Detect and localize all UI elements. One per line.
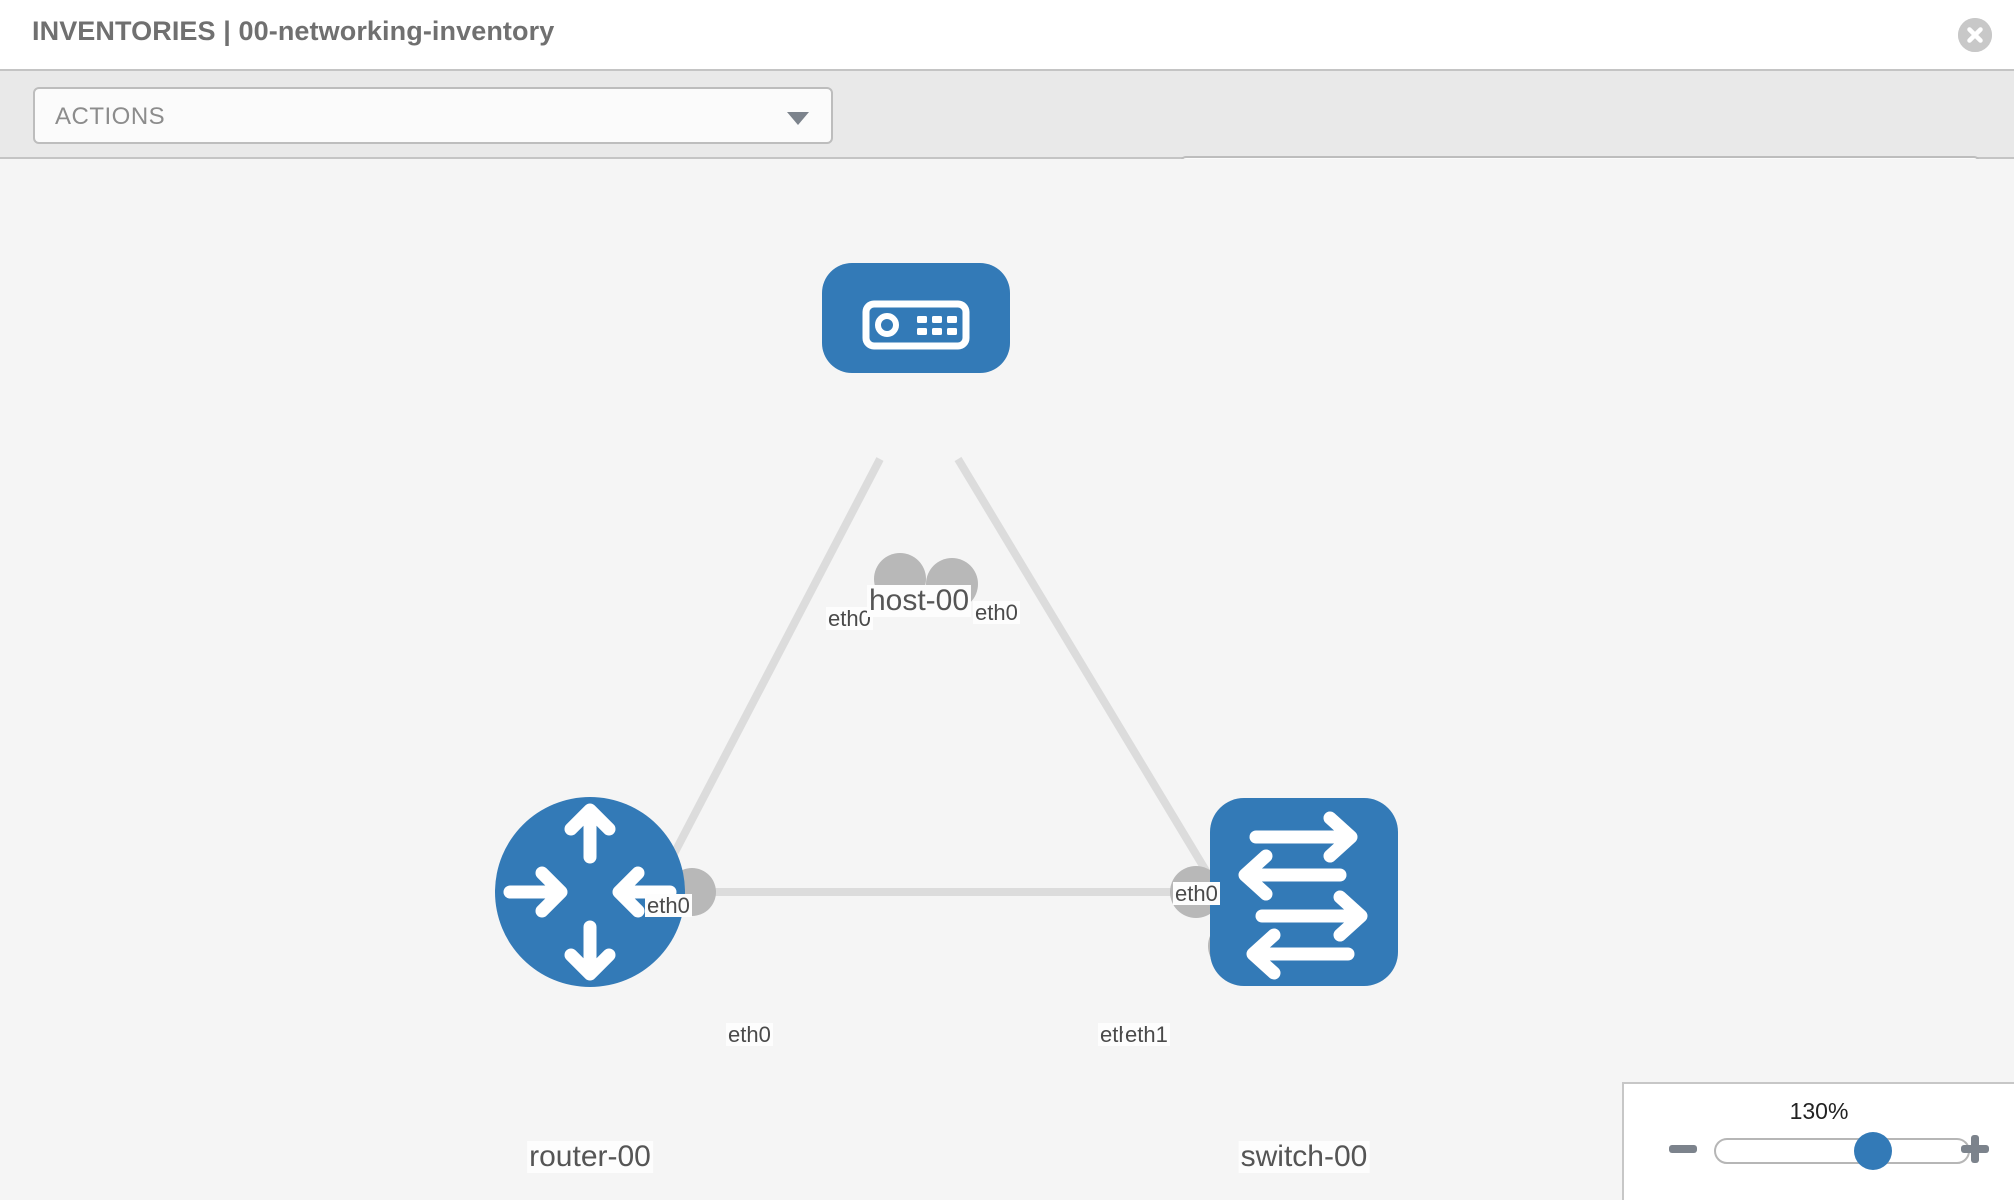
iface-label: eth0 [973,600,1020,625]
topology-links [636,456,1245,922]
node-switch-00[interactable] [1210,798,1398,986]
zoom-control-panel: 130% [1622,1082,2014,1200]
node-label-router-00: router-00 [527,1140,653,1173]
switch-arrows-icon [1238,811,1368,980]
plus-icon[interactable] [1958,1132,1992,1166]
minus-icon[interactable] [1666,1132,1700,1166]
iface-label: eth0 [1173,881,1220,906]
actions-dropdown[interactable]: ACTIONS [33,87,833,144]
link-host00-switch00 [954,456,1239,922]
link-host00-router00 [636,457,884,921]
toolbar: ACTIONS SEARCH [0,69,2014,213]
zoom-slider-handle[interactable] [1853,1132,1892,1170]
actions-dropdown-label: ACTIONS [55,103,166,130]
node-host-00[interactable] [822,263,1010,373]
zoom-level-value: 130% [1789,1098,1849,1124]
node-label-host-00: host-00 [866,584,972,617]
close-icon[interactable] [1958,18,1992,52]
page-title: INVENTORIES | 00-networking-inventory [32,16,555,46]
node-label-switch-00: switch-00 [1238,1140,1370,1173]
iface-label: eth0 [826,606,873,631]
topology-canvas[interactable]: eth0 eth0 eth0 eth0 eth0 eth1 eth0 host-… [0,159,2014,1200]
page-header: INVENTORIES | 00-networking-inventory [0,0,2014,69]
server-icon [862,300,970,350]
iface-label: eth1 [1123,1022,1170,1047]
topology-graph [495,263,1398,987]
node-router-00[interactable] [495,797,685,987]
iface-label: eth0 [726,1022,773,1047]
chevron-down-icon [787,112,809,125]
iface-label: eth0 [645,893,692,918]
zoom-slider-track[interactable] [1714,1138,1970,1164]
router-arrows-icon [503,803,677,981]
